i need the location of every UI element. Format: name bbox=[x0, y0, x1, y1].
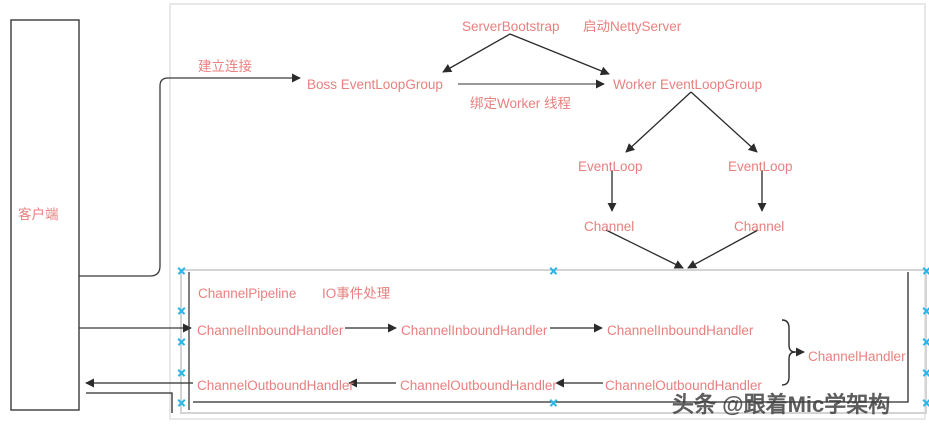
edge-pipeline-bottom-return bbox=[193, 272, 909, 403]
node-eventloop-left: EventLoop bbox=[578, 159, 643, 174]
edge-channel-left-to-pipeline bbox=[605, 229, 684, 269]
node-outbound-handler-2: ChannelOutboundHandler bbox=[400, 378, 557, 393]
node-inbound-handler-3: ChannelInboundHandler bbox=[607, 323, 754, 338]
node-inbound-handler-2: ChannelInboundHandler bbox=[401, 323, 548, 338]
client-box-label: 客户端 bbox=[18, 207, 59, 222]
edge-worker-to-eventloop-left bbox=[625, 91, 692, 153]
selection-handle-left-upper[interactable] bbox=[177, 306, 186, 315]
edge-client-establish-connection bbox=[79, 73, 301, 277]
edge-channel-right-to-pipeline bbox=[687, 229, 759, 269]
edge-bootstrap-to-worker bbox=[509, 33, 610, 76]
node-channel-pipeline: ChannelPipeline bbox=[198, 286, 297, 301]
selection-handle-bottom-middle[interactable] bbox=[549, 398, 558, 407]
watermark-text: 头条 @跟着Mic学架构 bbox=[672, 392, 891, 417]
selection-handle-left-middle[interactable] bbox=[177, 337, 186, 346]
node-channel-left: Channel bbox=[584, 219, 635, 234]
node-channel-handler: ChannelHandler bbox=[808, 349, 906, 364]
edge-label-bind-worker-thread: 绑定Worker 线程 bbox=[470, 96, 572, 111]
node-outbound-handler-3: ChannelOutboundHandler bbox=[605, 378, 762, 393]
selection-handle-right-middle[interactable] bbox=[922, 337, 929, 346]
selection-handle-bottom-left[interactable] bbox=[177, 398, 186, 407]
node-channel-right: Channel bbox=[734, 219, 785, 234]
selection-handle-right-lower[interactable] bbox=[922, 368, 929, 377]
selection-handle-top-left[interactable] bbox=[177, 266, 186, 275]
outer-container-box bbox=[169, 3, 926, 420]
edge-outer-bottom-return bbox=[86, 392, 173, 413]
edge-worker-to-eventloop-right bbox=[690, 91, 758, 153]
selection-handle-right-upper[interactable] bbox=[922, 306, 929, 315]
selection-handle-top-right[interactable] bbox=[922, 266, 929, 275]
client-box bbox=[10, 19, 80, 411]
edge-bootstrap-to-boss bbox=[442, 33, 511, 73]
selection-handle-bottom-right[interactable] bbox=[922, 398, 929, 407]
selection-handle-left-lower[interactable] bbox=[177, 368, 186, 377]
node-outbound-handler-1: ChannelOutboundHandler bbox=[197, 378, 354, 393]
edge-label-establish-connection: 建立连接 bbox=[198, 59, 252, 74]
node-inbound-handler-1: ChannelInboundHandler bbox=[197, 323, 344, 338]
selection-handle-top-middle[interactable] bbox=[549, 266, 558, 275]
node-eventloop-right: EventLoop bbox=[728, 159, 793, 174]
node-worker-eventloopgroup: Worker EventLoopGroup bbox=[613, 77, 763, 92]
node-server-bootstrap: ServerBootstrap bbox=[462, 19, 560, 34]
node-io-event-handling: IO事件处理 bbox=[322, 286, 391, 301]
node-start-netty-server: 启动NettyServer bbox=[583, 19, 682, 34]
node-boss-eventloopgroup: Boss EventLoopGroup bbox=[307, 77, 443, 92]
